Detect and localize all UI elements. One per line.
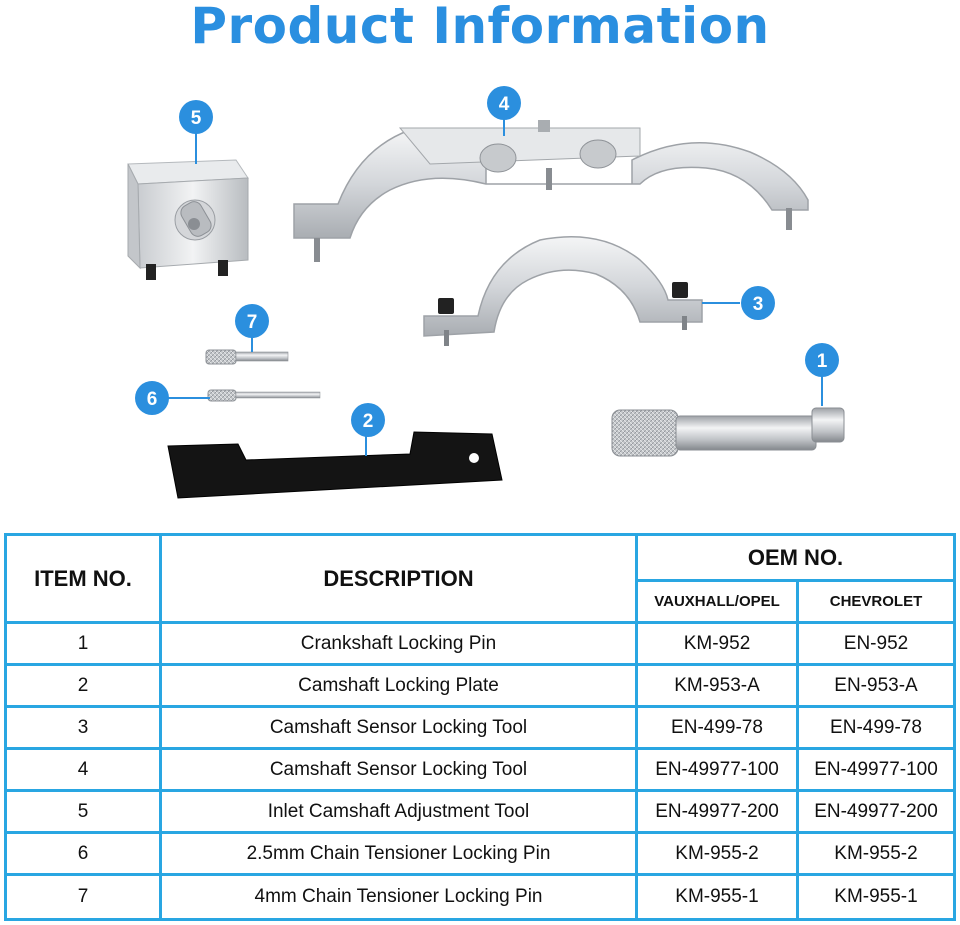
header-chevrolet: CHEVROLET [799,582,953,624]
cell-item: 3 [7,708,162,750]
cell-chevrolet: EN-499-78 [799,708,953,750]
cell-chevrolet: KM-955-2 [799,834,953,876]
table-row: 6 2.5mm Chain Tensioner Locking Pin KM-9… [7,834,953,876]
cell-chevrolet: EN-953-A [799,666,953,708]
header-vauxhall-opel: VAUXHALL/OPEL [638,582,799,624]
callout-6: 6 [135,381,169,415]
callout-7: 7 [235,304,269,338]
callout-4-label: 4 [499,94,510,115]
cell-vauxhall: EN-49977-200 [638,792,799,834]
header-oem-no: OEM NO. [638,536,953,582]
cell-item: 1 [7,624,162,666]
cell-item: 4 [7,750,162,792]
item-3-camshaft-sensor-tool [423,235,703,346]
cell-vauxhall: EN-499-78 [638,708,799,750]
page-title: Product Information [190,0,770,55]
cell-item: 6 [7,834,162,876]
table-row: 1 Crankshaft Locking Pin KM-952 EN-952 [7,624,953,666]
cell-vauxhall: KM-952 [638,624,799,666]
item-1-crankshaft-locking-pin [611,407,845,457]
cell-vauxhall: KM-955-1 [638,876,799,918]
cell-chevrolet: EN-952 [799,624,953,666]
cell-description: 2.5mm Chain Tensioner Locking Pin [162,834,638,876]
item-6-2-5mm-locking-pin [207,389,321,402]
callout-3: 3 [741,286,775,320]
item-5-adjustment-block [127,159,249,280]
cell-description: Inlet Camshaft Adjustment Tool [162,792,638,834]
cell-chevrolet: EN-49977-100 [799,750,953,792]
table-row: 5 Inlet Camshaft Adjustment Tool EN-4997… [7,792,953,834]
callout-7-label: 7 [247,312,258,333]
callout-badges: 1 2 3 4 5 6 7 [135,86,839,437]
item-2-locking-plate [167,431,503,499]
cell-description: Camshaft Sensor Locking Tool [162,708,638,750]
callout-2: 2 [351,403,385,437]
cell-chevrolet: EN-49977-200 [799,792,953,834]
cell-vauxhall: KM-955-2 [638,834,799,876]
table-row: 7 4mm Chain Tensioner Locking Pin KM-955… [7,876,953,918]
header-item-no: ITEM NO. [7,536,162,624]
callout-2-label: 2 [363,411,374,432]
oem-table: ITEM NO. DESCRIPTION OEM NO. VAUXHALL/OP… [7,536,953,918]
callout-1-label: 1 [817,351,828,372]
callout-1: 1 [805,343,839,377]
cell-description: Camshaft Locking Plate [162,666,638,708]
callout-5-label: 5 [191,108,202,129]
cell-vauxhall: KM-953-A [638,666,799,708]
cell-item: 7 [7,876,162,918]
callout-4: 4 [487,86,521,120]
cell-description: 4mm Chain Tensioner Locking Pin [162,876,638,918]
oem-table-container: ITEM NO. DESCRIPTION OEM NO. VAUXHALL/OP… [4,533,956,921]
table-row: 3 Camshaft Sensor Locking Tool EN-499-78… [7,708,953,750]
item-7-4mm-locking-pin [205,349,289,365]
item-4-camshaft-sensor-tool [293,120,809,262]
table-row: 4 Camshaft Sensor Locking Tool EN-49977-… [7,750,953,792]
cell-chevrolet: KM-955-1 [834,886,918,907]
header-description: DESCRIPTION [162,536,638,624]
callout-leaders [168,118,823,456]
cell-description: Crankshaft Locking Pin [162,624,638,666]
callout-6-label: 6 [147,389,158,410]
cell-description: Camshaft Sensor Locking Tool [162,750,638,792]
callout-5: 5 [179,100,213,134]
callout-3-label: 3 [753,294,764,315]
tool-kit-illustration: 1 2 3 4 5 6 7 [127,86,845,499]
table-row: 2 Camshaft Locking Plate KM-953-A EN-953… [7,666,953,708]
cell-item: 5 [7,792,162,834]
cell-item: 2 [7,666,162,708]
cell-vauxhall: EN-49977-100 [638,750,799,792]
